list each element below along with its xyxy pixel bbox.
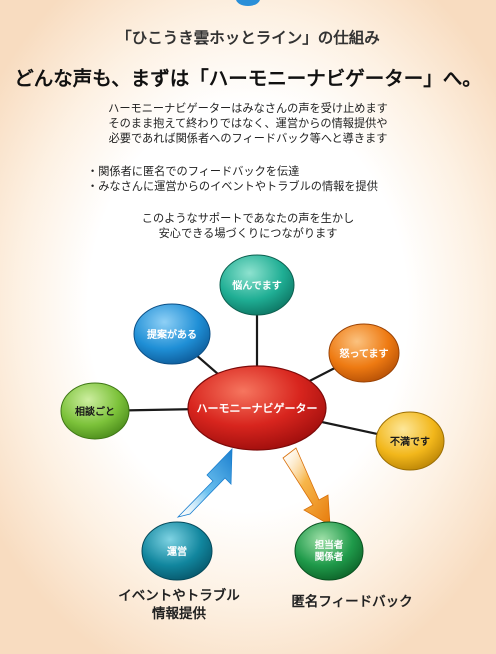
node-unei: 運営	[141, 521, 213, 581]
node-label: 提案がある	[147, 328, 197, 341]
arrow-anonymous-feedback	[282, 447, 331, 526]
node-teian: 提案がある	[133, 303, 211, 365]
node-soudan: 相談ごと	[60, 382, 130, 440]
node-label-line: 担当者	[315, 539, 344, 551]
caption-line: 情報提供	[152, 606, 206, 622]
node-label: 悩んでます	[231, 279, 282, 292]
page-subtitle: 「ひこうき雲ホッとライン」の仕組み	[116, 29, 380, 47]
node-label-line: 関係者	[315, 551, 344, 563]
intro-paragraph: ハーモニーナビゲーターはみなさんの声を受け止めます そのまま抱えて終わりではなく…	[0, 101, 496, 146]
intro-line: そのまま抱えて終わりではなく、運営からの情報提供や	[108, 117, 388, 130]
node-tantousha: 担当者 関係者	[294, 521, 364, 581]
hub-node: ハーモニーナビゲーター	[187, 365, 327, 451]
caption-info-provision: イベントやトラブル 情報提供	[104, 587, 254, 623]
caption-line: イベントやトラブル	[118, 588, 240, 604]
closing-line: 安心できる場づくりにつながります	[158, 227, 338, 240]
bullet-list: ・関係者に匿名でのフィードバックを伝達 ・みなさんに運営からのイベントやトラブル…	[87, 164, 427, 194]
caption-anonymous-feedback: 匿名フィードバック	[291, 594, 413, 610]
arrow-info-provision	[176, 447, 233, 518]
node-label: 運営	[167, 545, 187, 558]
closing-line: このようなサポートであなたの声を生かし	[141, 212, 355, 225]
bullet-item: ・関係者に匿名でのフィードバックを伝達	[87, 165, 300, 178]
node-okottemasu: 怒ってます	[328, 323, 400, 383]
top-ornament	[236, 0, 260, 6]
node-nayandemasu: 悩んでます	[219, 254, 295, 316]
node-label: 不満です	[390, 435, 430, 448]
node-label: 怒ってます	[340, 347, 389, 360]
node-label: 相談ごと	[75, 405, 115, 418]
intro-line: 必要であれば関係者へのフィードバック等へと導きます	[108, 132, 388, 145]
bullet-item: ・みなさんに運営からのイベントやトラブルの情報を提供	[87, 180, 378, 193]
node-fuman: 不満です	[375, 411, 445, 471]
closing-paragraph: このようなサポートであなたの声を生かし 安心できる場づくりにつながります	[0, 211, 496, 241]
hub-label: ハーモニーナビゲーター	[197, 401, 318, 415]
intro-line: ハーモニーナビゲーターはみなさんの声を受け止めます	[108, 102, 388, 115]
page-headline: どんな声も、まずは「ハーモニーナビゲーター」へ。	[14, 67, 482, 90]
